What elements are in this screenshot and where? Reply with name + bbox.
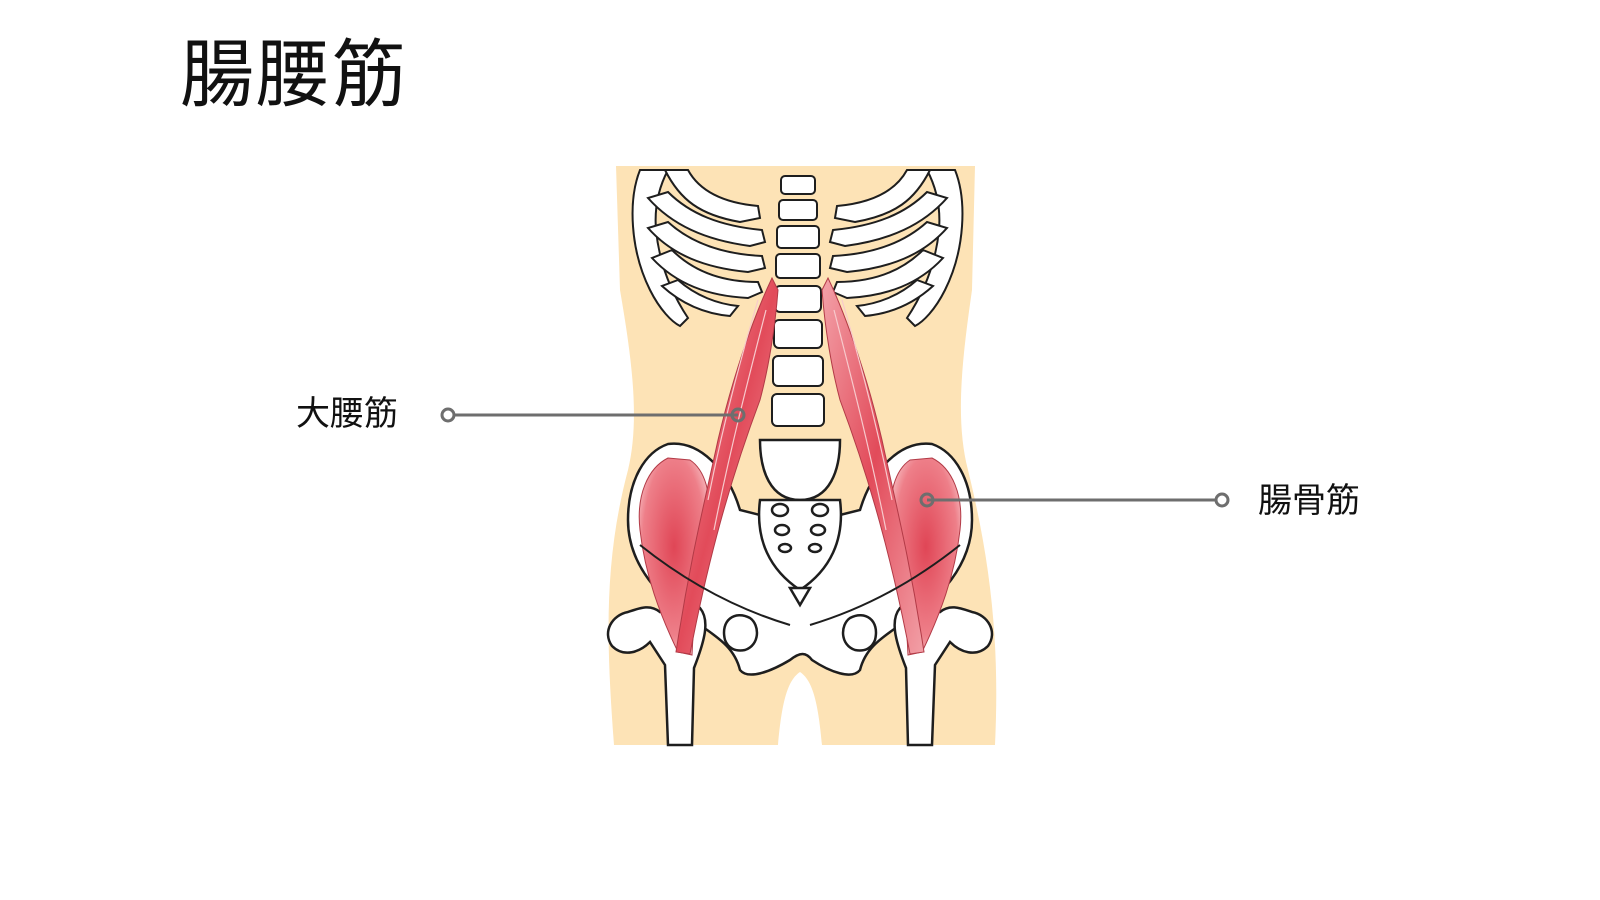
psoas-major-muscles (675, 276, 925, 655)
page-title: 腸腰筋 (180, 32, 408, 118)
inguinal-ligaments (639, 544, 961, 626)
rib-cage (631, 169, 964, 328)
psoas-major-label: 大腰筋 (296, 394, 398, 434)
iliacus-leader (919, 492, 1230, 508)
psoas-leader (440, 407, 746, 423)
iliacus-label: 腸骨筋 (1258, 481, 1360, 521)
spine (771, 175, 825, 427)
